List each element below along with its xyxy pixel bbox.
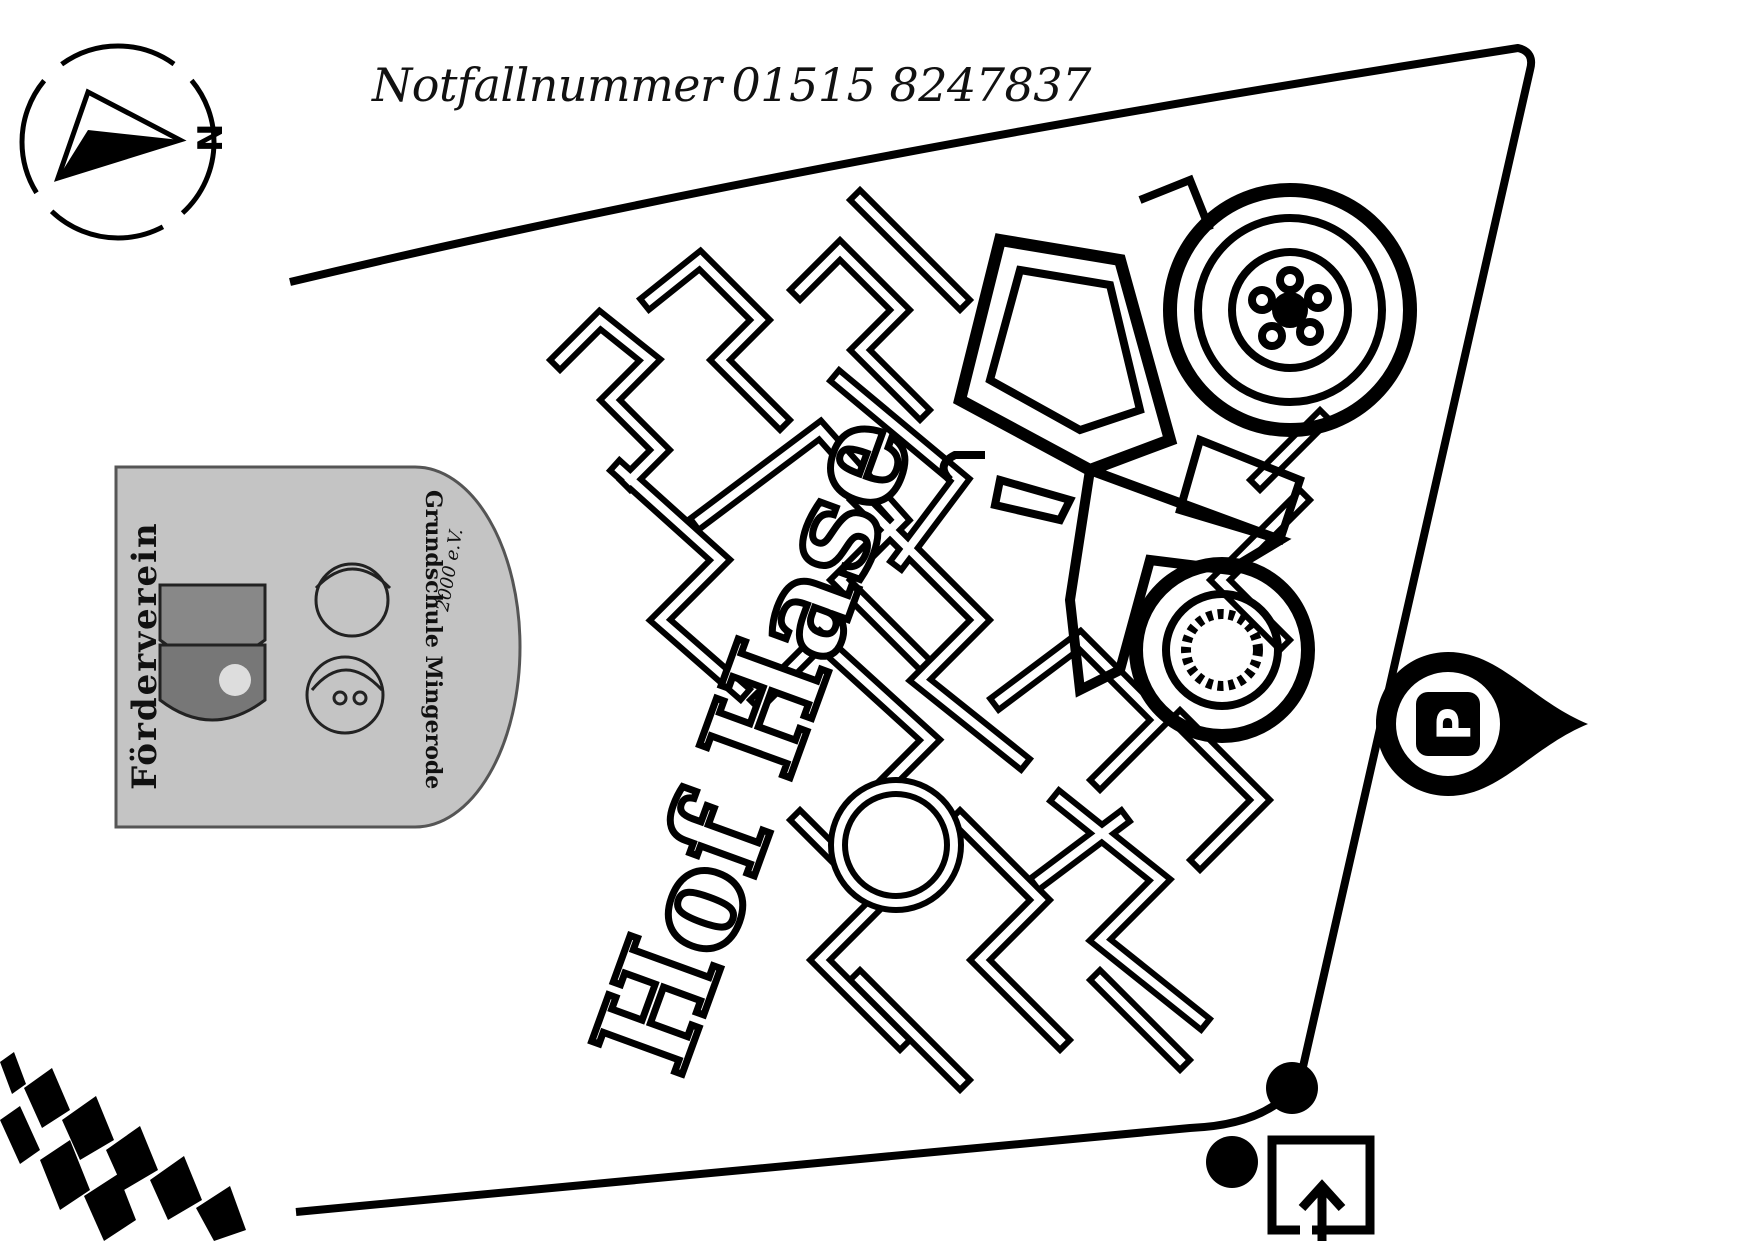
emergency-number: 01515 8247837 [731, 58, 1092, 112]
emergency-label: Notfallnummer [372, 58, 722, 112]
entrance-arrow-icon [1206, 1062, 1375, 1241]
compass-icon: N [19, 43, 231, 241]
tire-track-icon [0, 1052, 246, 1241]
club-badge: Förderverein Grundschule Mingerode 2000 … [114, 465, 522, 829]
parking-letter: P [1427, 707, 1481, 741]
parking-marker-icon: P [1376, 652, 1588, 796]
badge-name: Förderverein [125, 521, 165, 790]
children-drawing-icon [305, 562, 392, 735]
maze-clearing [828, 777, 964, 913]
maze-title: Hof Hase [561, 392, 948, 1095]
tractor-icon [939, 174, 1417, 743]
maze-title-text: Hof Hase [564, 395, 944, 1091]
badge-school: Grundschule Mingerode [420, 490, 446, 789]
compass-north-letter: N [191, 124, 231, 152]
